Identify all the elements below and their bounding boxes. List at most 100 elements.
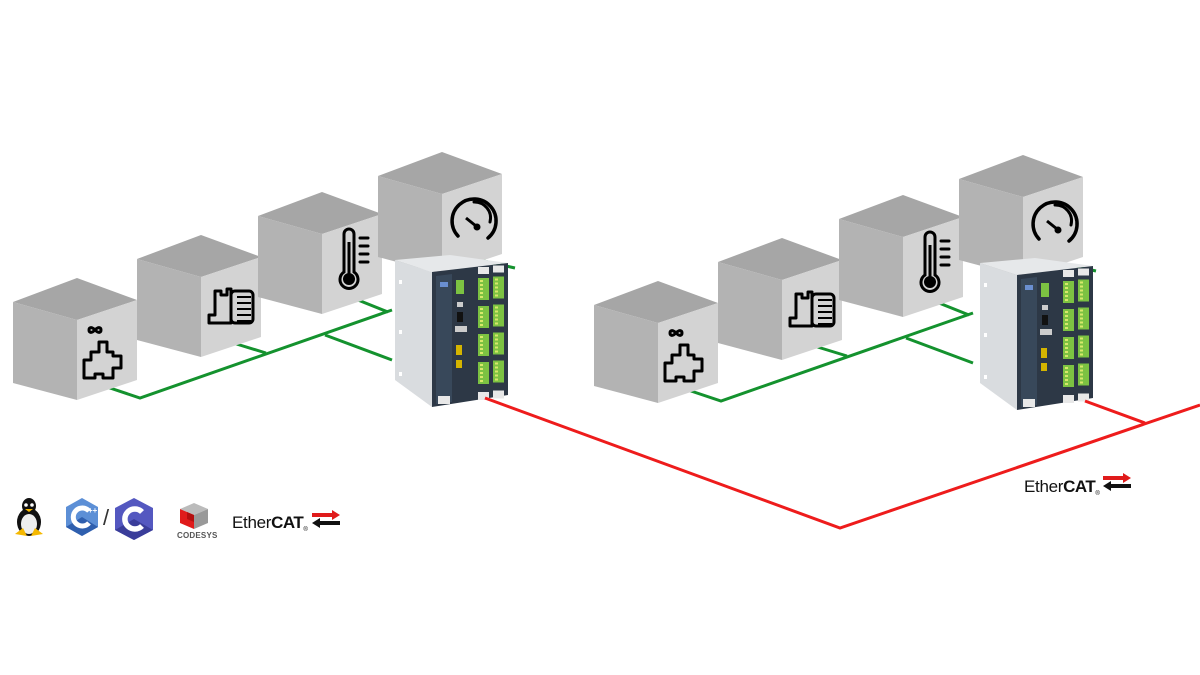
terminal-pin	[495, 362, 498, 365]
gauge-device-cube	[378, 152, 502, 274]
io-terminal-block	[1078, 307, 1089, 330]
terminal-block	[456, 280, 464, 294]
io-terminal-block	[493, 276, 504, 299]
gauge-arc	[450, 197, 498, 240]
logo-badge	[1025, 285, 1033, 290]
connector	[1078, 268, 1089, 276]
local-bus-line	[106, 308, 393, 400]
terminal-pin	[1080, 321, 1083, 324]
io-terminal-block	[478, 278, 489, 300]
terminal-pin	[495, 338, 498, 341]
terminal-pin	[480, 284, 483, 286]
cpp-plus-label: ++	[88, 506, 98, 515]
valve-handle-path	[668, 329, 684, 337]
terminal-pin	[480, 312, 483, 314]
gauge-hub	[1054, 226, 1062, 234]
sd-slot	[457, 312, 463, 322]
cube-left-face	[839, 219, 903, 317]
terminal-pin	[1065, 383, 1068, 385]
terminal-pin	[480, 288, 483, 290]
ethernet-port	[455, 326, 467, 332]
cube-top-face	[839, 195, 963, 237]
terminal-pin	[495, 346, 498, 349]
terminal-pin	[480, 296, 483, 298]
ethercat-bus-branch	[1084, 399, 1146, 425]
terminal-pin	[1080, 313, 1083, 316]
gauge-needle	[1046, 219, 1058, 231]
terminal-pin	[480, 308, 483, 310]
ethernet-port	[1040, 329, 1052, 335]
connector	[478, 267, 489, 274]
cube-left-face	[258, 216, 322, 314]
valve-device-cube	[594, 281, 718, 403]
terminal-pin	[1080, 297, 1083, 300]
terminal-pin	[1065, 351, 1068, 353]
connector	[478, 392, 489, 400]
io-terminal-block	[1078, 363, 1089, 386]
controller-side-panel	[395, 260, 432, 407]
cube-top-face	[258, 192, 382, 234]
gauge-inner-arc	[472, 200, 492, 224]
terminal-pin	[495, 306, 498, 309]
cube-left-face	[959, 179, 1023, 277]
valve-icon	[82, 326, 123, 380]
ethercat-ether-text: Ether	[232, 513, 272, 532]
cube-top-face	[137, 235, 261, 277]
terminal-pin	[480, 368, 483, 370]
controller-top	[980, 258, 1093, 275]
terminal-pin	[495, 342, 498, 345]
pump-path	[788, 290, 814, 328]
terminal-pin	[1065, 323, 1068, 325]
thermometer-outline	[919, 230, 941, 293]
ethercat-bus-line	[484, 396, 1200, 530]
local-bus-branch	[324, 333, 393, 362]
terminal-pin	[1065, 371, 1068, 373]
valve-device-cube	[13, 278, 137, 400]
cpu-module	[1021, 277, 1037, 407]
terminal-pin	[495, 334, 498, 337]
mounting-hole	[984, 283, 987, 287]
terminal-pin	[480, 344, 483, 346]
ethercat-cat-text: CAT	[1063, 477, 1096, 496]
pump-motor-icon	[207, 287, 255, 325]
terminal-block	[456, 345, 462, 355]
thermometer-bulb	[924, 276, 936, 288]
io-terminal-block	[493, 332, 504, 355]
terminal-pin	[1080, 285, 1083, 288]
motor-rect	[229, 289, 255, 325]
io-terminal-block	[1063, 365, 1074, 387]
gauge-icon	[450, 197, 498, 240]
mounting-hole	[399, 372, 402, 376]
terminal-pin	[1065, 315, 1068, 317]
plc-controller	[395, 255, 508, 407]
io-terminal-block	[478, 334, 489, 356]
ethernet-port	[1042, 305, 1048, 310]
terminal-pin	[1065, 327, 1068, 329]
logo-separator: /	[103, 505, 110, 530]
terminal-pin	[495, 374, 498, 377]
terminal-pin	[480, 352, 483, 354]
terminal-pin	[480, 364, 483, 366]
gauge-inner-arc	[1053, 203, 1073, 227]
gauge-needle	[465, 216, 477, 228]
gauge-icon	[1031, 200, 1079, 243]
terminal-pin	[1065, 343, 1068, 345]
controller-side-panel	[980, 263, 1017, 410]
terminal-pin	[1065, 287, 1068, 289]
io-terminal-block	[478, 306, 489, 328]
io-terminal-block	[1063, 309, 1074, 331]
terminal-pin	[1080, 293, 1083, 296]
terminal-pin	[1065, 319, 1068, 321]
cube-top-face	[718, 238, 842, 280]
ethercat-ether-text: Ether	[1024, 477, 1064, 496]
valve-handle-path	[87, 326, 103, 334]
cube-top-face	[13, 278, 137, 320]
terminal-pin	[480, 380, 483, 382]
connector	[493, 390, 504, 399]
io-terminal-block	[1063, 281, 1074, 303]
terminal-pin	[1065, 347, 1068, 349]
terminal-pin	[1065, 311, 1068, 313]
